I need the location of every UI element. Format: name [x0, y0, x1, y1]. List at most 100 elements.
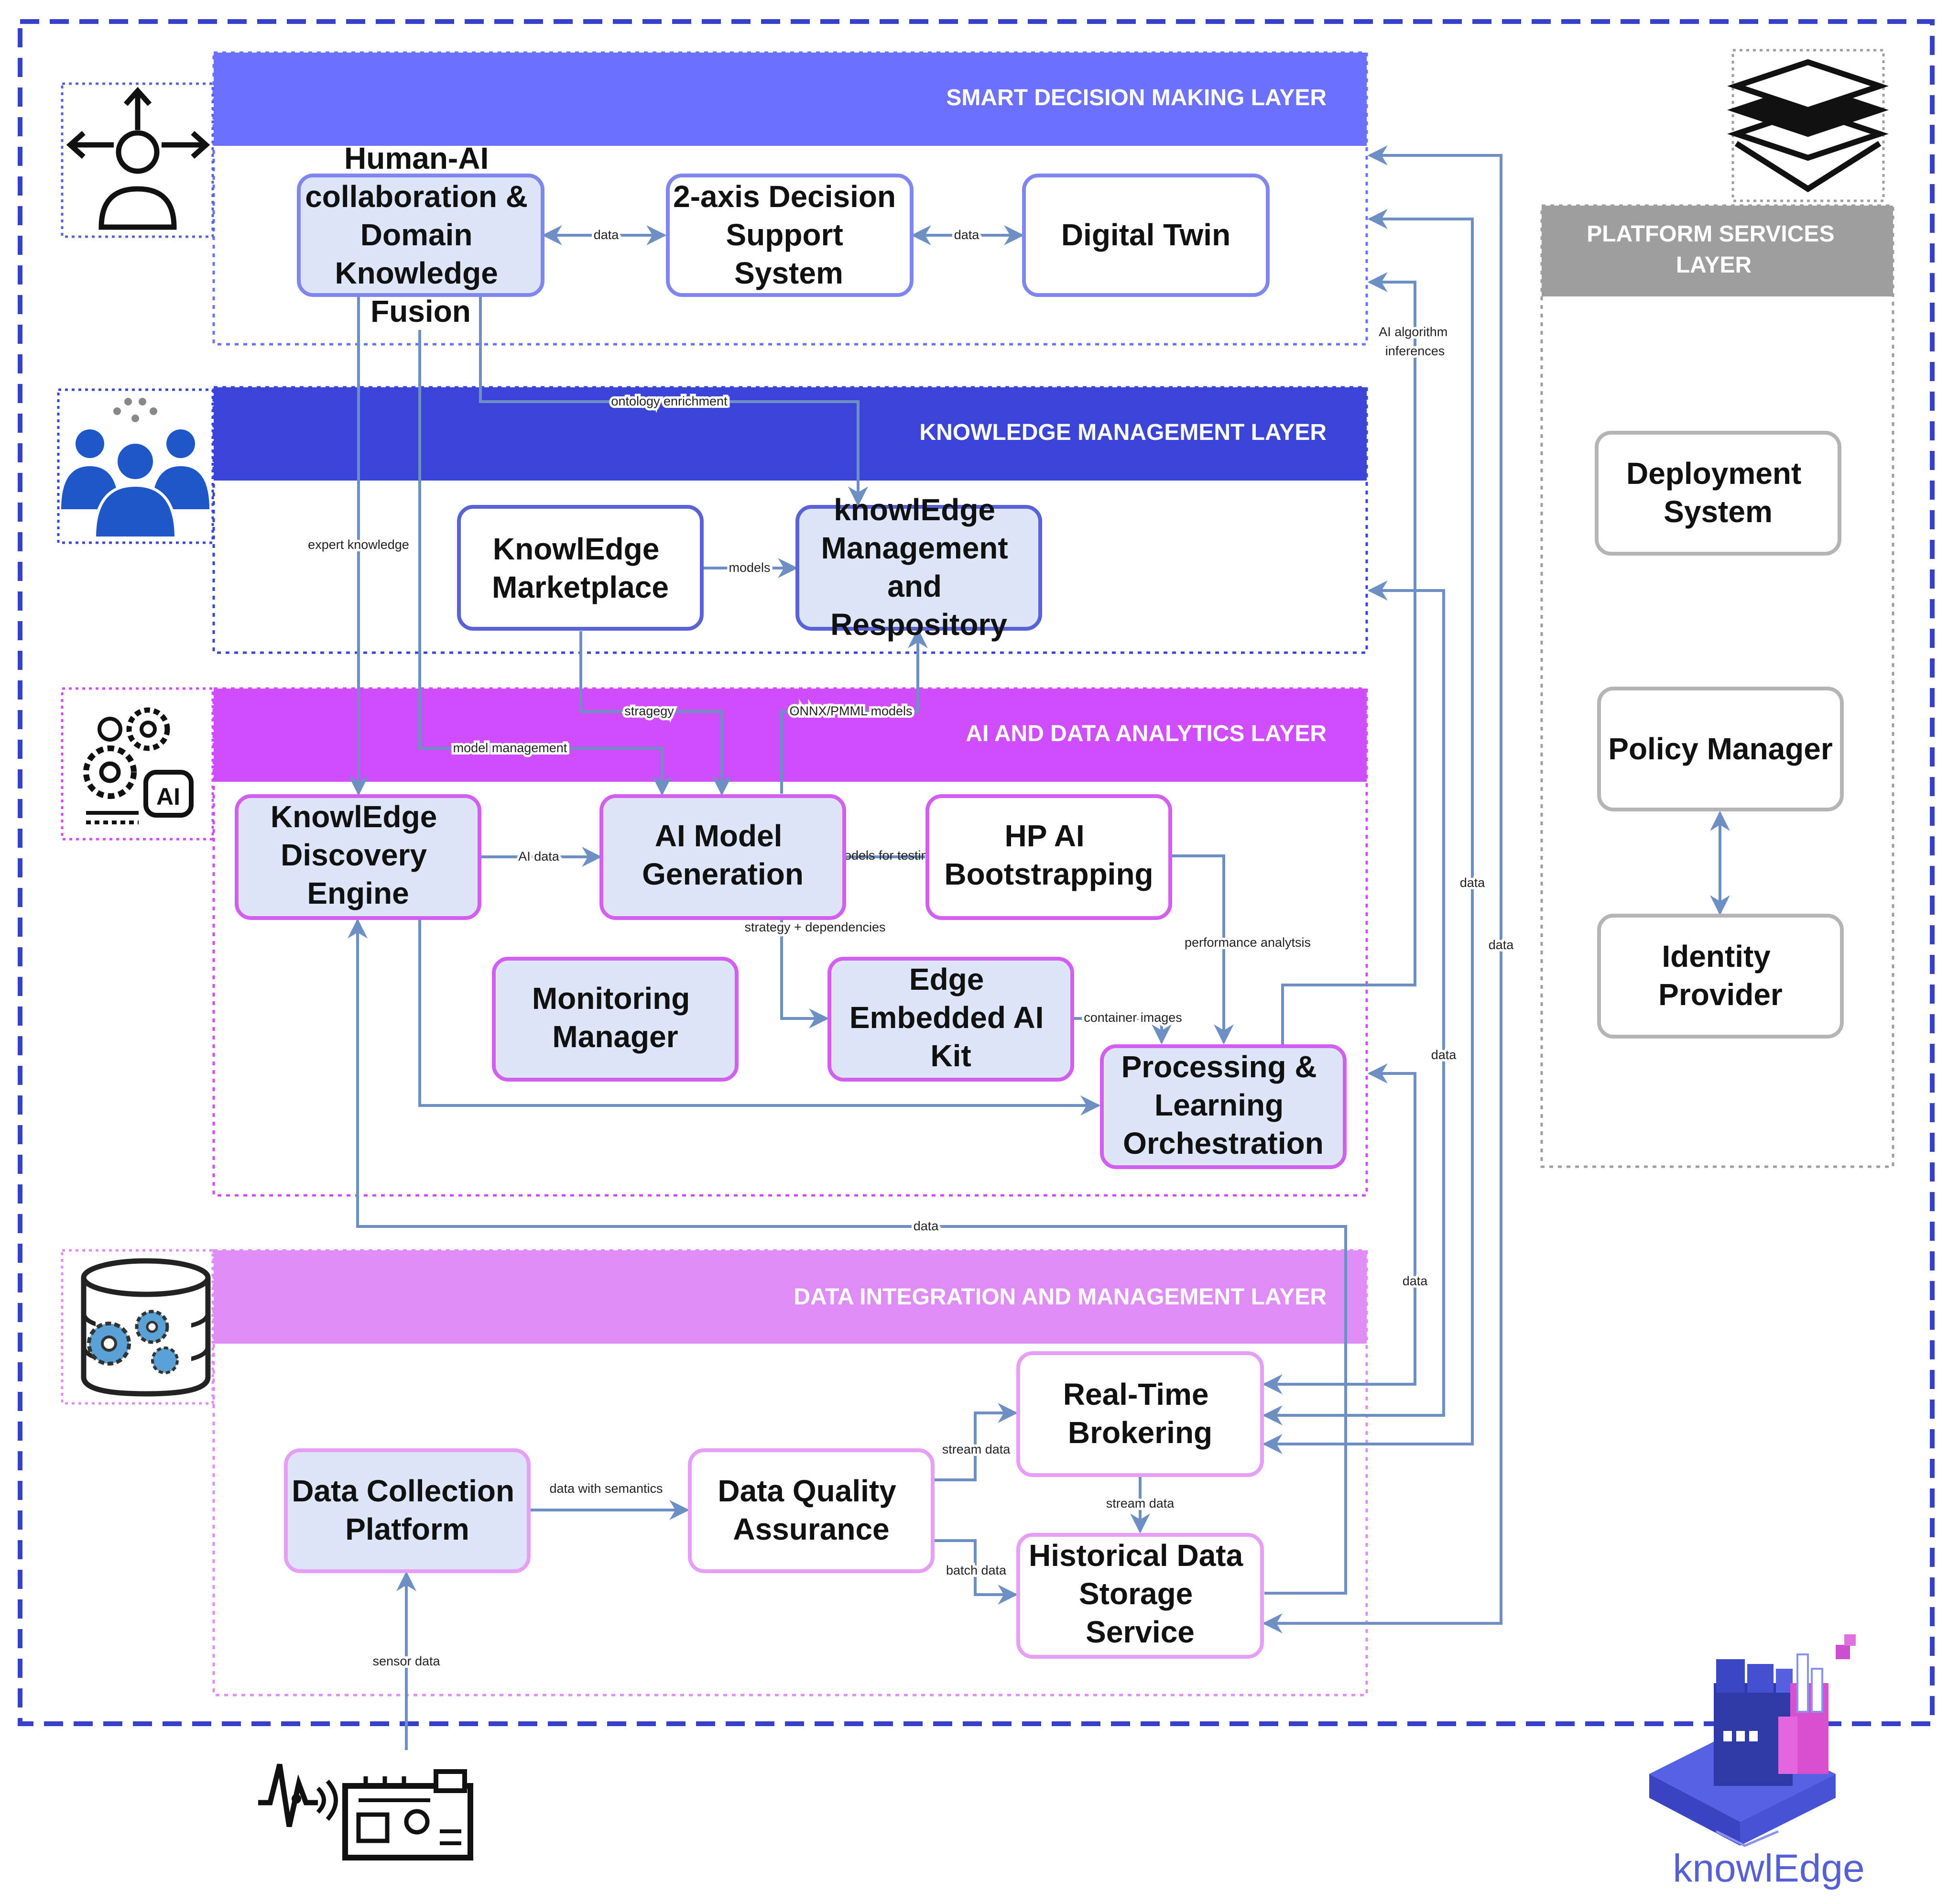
svg-text:AI Model Generation: AI Model Generation — [642, 819, 804, 891]
edge-label: stream data — [1106, 1496, 1175, 1510]
layers-icon — [1727, 49, 1889, 202]
box-label-line: Fusion — [370, 294, 471, 328]
edge-label: models for testing — [833, 848, 935, 863]
box-label-line: Provider — [1658, 977, 1783, 1012]
box-label-line: Manager — [552, 1019, 678, 1054]
database-gears-icon — [61, 1249, 214, 1405]
box-label-line: Learning — [1154, 1088, 1284, 1122]
box-label-line: Discovery — [281, 838, 427, 872]
svg-text:knowlEdge Management: knowlEdge Management and Respository — [821, 492, 1017, 642]
svg-text:Edge Embedded AI K: Edge Embedded AI Kit — [849, 962, 1052, 1073]
box-label-line: Data Quality — [718, 1474, 896, 1508]
box-human-ai-collaboration[interactable]: Human-AI collaboration & Domain Knowledg… — [297, 141, 544, 328]
box-label-line: Historical Data — [1029, 1538, 1243, 1573]
svg-text:HP AI Bootstrapping: HP AI Bootstrapping — [944, 819, 1153, 891]
box-monitoring-manager[interactable]: Monitoring Manager — [492, 957, 739, 1082]
box-label-line: Engine — [307, 876, 409, 910]
edge-labels: data data ontology enrichment expert kno… — [305, 225, 1516, 1671]
svg-text:Data Collection Platform: Data Collection Platform — [292, 1474, 523, 1546]
box-label-line: Edge — [909, 962, 984, 996]
box-label-line: Orchestration — [1123, 1126, 1324, 1160]
box-label-line: Kit — [930, 1039, 971, 1073]
edge-label: expert knowledge — [308, 537, 409, 552]
edge-label: data — [1460, 875, 1486, 890]
box-hp-ai-bootstrapping[interactable]: HP AI Bootstrapping — [925, 794, 1172, 920]
box-label-line: Platform — [345, 1512, 469, 1546]
box-label-line: Bootstrapping — [944, 857, 1153, 891]
box-label-line: Monitoring — [532, 981, 690, 1016]
box-deployment-system[interactable]: Deployment System — [1595, 431, 1841, 556]
edge-label: AI data — [518, 849, 560, 864]
box-label-line: 2-axis Decision — [673, 179, 896, 214]
platform-services-layer: PLATFORM SERVICES LAYER — [1540, 204, 1894, 1168]
edge-label: data — [954, 228, 980, 242]
svg-text:KnowlEdge Marketplace: KnowlEdge Marketplace — [492, 532, 669, 604]
box-digital-twin[interactable]: Digital Twin — [1022, 174, 1270, 297]
box-label-line: Support — [726, 218, 843, 252]
box-policy-manager[interactable]: Policy Manager — [1597, 687, 1844, 811]
box-identity-provider[interactable]: Identity Provider — [1597, 914, 1844, 1039]
box-label-line: Marketplace — [492, 570, 669, 604]
edge-label: data — [1403, 1274, 1428, 1288]
box-label-line: System — [734, 256, 843, 290]
edge-label: strategy + dependencies — [745, 920, 886, 934]
sensor-board-icon — [258, 1763, 473, 1860]
edge-label: data with semantics — [549, 1481, 663, 1496]
box-label-line: Generation — [642, 857, 804, 891]
box-knowledge-management-repository[interactable]: knowlEdge Management and Respository — [795, 492, 1042, 642]
box-real-time-brokering[interactable]: Real-Time Brokering — [1016, 1351, 1264, 1477]
box-label-line: Real-Time — [1063, 1377, 1209, 1412]
box-knowledge-discovery-engine[interactable]: KnowlEdge Discovery Engine — [235, 794, 481, 920]
edge-label: data — [594, 228, 620, 242]
box-label-line: Assurance — [733, 1512, 889, 1546]
smart-layer-title: SMART DECISION MAKING LAYER — [946, 85, 1327, 110]
svg-text:Real-Time Brokering: Real-Time Brokering — [1063, 1377, 1218, 1450]
box-knowledge-marketplace[interactable]: KnowlEdge Marketplace — [457, 505, 704, 631]
box-label-line: AI Model — [655, 819, 783, 853]
edge-label: performance analytsis — [1185, 935, 1311, 950]
platform-layer-title: PLATFORM SERVICES LAYER — [1587, 221, 1841, 278]
box-label-line: Embedded AI — [849, 1000, 1044, 1035]
platform-title-line: LAYER — [1676, 252, 1752, 278]
svg-text:KnowlEdge Discovery: KnowlEdge Discovery Engine — [271, 799, 446, 910]
box-historical-data-storage[interactable]: Historical Data Storage Service — [1016, 1533, 1264, 1659]
connectors — [348, 145, 1730, 1750]
box-processing-learning-orchestration[interactable]: Processing & Learning Orchestration — [1100, 1044, 1347, 1169]
ai-analytics-layer: AI AND DATA ANALYTICS LAYER — [212, 687, 1368, 1197]
svg-text:Deployment System: Deployment System — [1626, 456, 1810, 529]
ai-layer-title: AI AND DATA ANALYTICS LAYER — [966, 721, 1327, 746]
edge-label: stragegy — [624, 704, 674, 718]
box-label-line: HP AI — [1005, 819, 1085, 853]
edge-label: models — [729, 560, 770, 575]
edge-label: data — [1489, 938, 1514, 952]
box-label-line: Processing & — [1121, 1050, 1317, 1084]
data-layer-title: DATA INTEGRATION AND MANAGEMENT LAYER — [794, 1284, 1327, 1310]
edge-label: AI algorithm inferences — [1379, 325, 1451, 358]
svg-text:Policy Manager: Policy Manager — [1608, 732, 1833, 766]
box-two-axis-decision-support[interactable]: 2-axis Decision Support System — [666, 174, 914, 297]
box-data-collection-platform[interactable]: Data Collection Platform — [284, 1448, 531, 1573]
people-network-icon — [57, 388, 214, 544]
box-label-line: Management — [821, 531, 1008, 565]
edge-label: sensor data — [372, 1654, 440, 1668]
edge-label: model management — [453, 741, 567, 755]
box-edge-embedded-ai-kit[interactable]: Edge Embedded AI Kit — [827, 957, 1074, 1082]
box-label-line: KnowlEdge — [493, 532, 659, 566]
svg-text:Historical Data Storage: Historical Data Storage Service — [1029, 1538, 1252, 1649]
box-data-quality-assurance[interactable]: Data Quality Assurance — [688, 1448, 935, 1573]
knowledge-management-layer: KNOWLEDGE MANAGEMENT LAYER — [212, 386, 1368, 654]
box-ai-model-generation[interactable]: AI Model Generation — [599, 794, 846, 920]
box-label-line: Storage — [1079, 1576, 1193, 1611]
box-label-line: and — [887, 569, 942, 603]
edge-label: ONNX/PMML models — [789, 704, 912, 718]
platform-title-line: PLATFORM SERVICES — [1587, 221, 1834, 247]
edge-label-line: AI algorithm — [1379, 325, 1447, 339]
box-label-line: Deployment — [1626, 456, 1801, 491]
smart-decision-layer: SMART DECISION MAKING LAYER — [212, 51, 1368, 346]
svg-text:Human-AI collaboration &: Human-AI collaboration & Domain Knowledg… — [305, 141, 536, 328]
outer-frame — [18, 19, 1935, 1726]
box-label-line: System — [1664, 494, 1773, 529]
box-label-line: KnowlEdge — [271, 799, 437, 834]
brand-name: knowlEdge — [1673, 1847, 1864, 1890]
